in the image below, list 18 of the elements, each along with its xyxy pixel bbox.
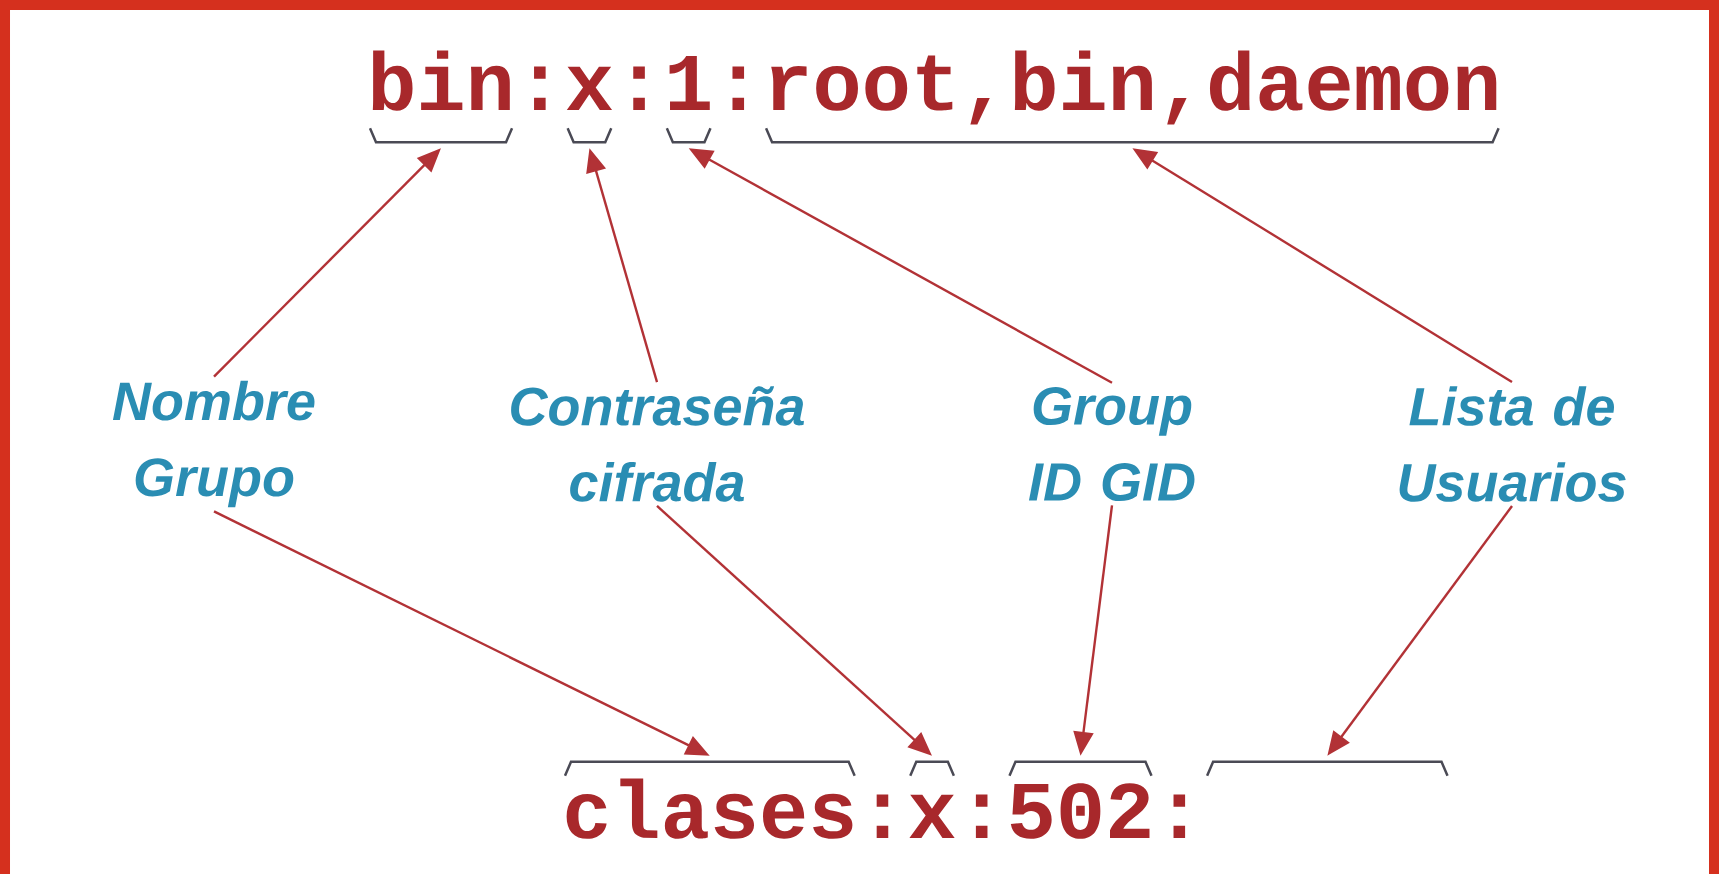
field-text: clases: [566, 778, 853, 839]
field-text: x: [566, 66, 613, 110]
colon: :: [633, 66, 645, 110]
colon: :: [975, 794, 988, 838]
field-text: 502: [1010, 783, 1150, 839]
field-text: bin: [372, 50, 510, 111]
field-text: root,bin,daemon: [771, 50, 1497, 125]
colon: :: [732, 66, 745, 110]
callout-label: Group ID GID: [1028, 386, 1195, 502]
field-text: 1: [669, 56, 710, 110]
callout-label: Contraseña cifrada: [511, 386, 804, 502]
callout-label: Nombre Grupo: [112, 380, 315, 508]
colon: :: [876, 794, 889, 838]
field-text: x: [909, 794, 955, 838]
colon: :: [534, 66, 546, 110]
bracket: [1205, 760, 1449, 777]
colon: :: [1173, 794, 1186, 838]
callout-label: Lista de Usuarios: [1399, 386, 1626, 502]
